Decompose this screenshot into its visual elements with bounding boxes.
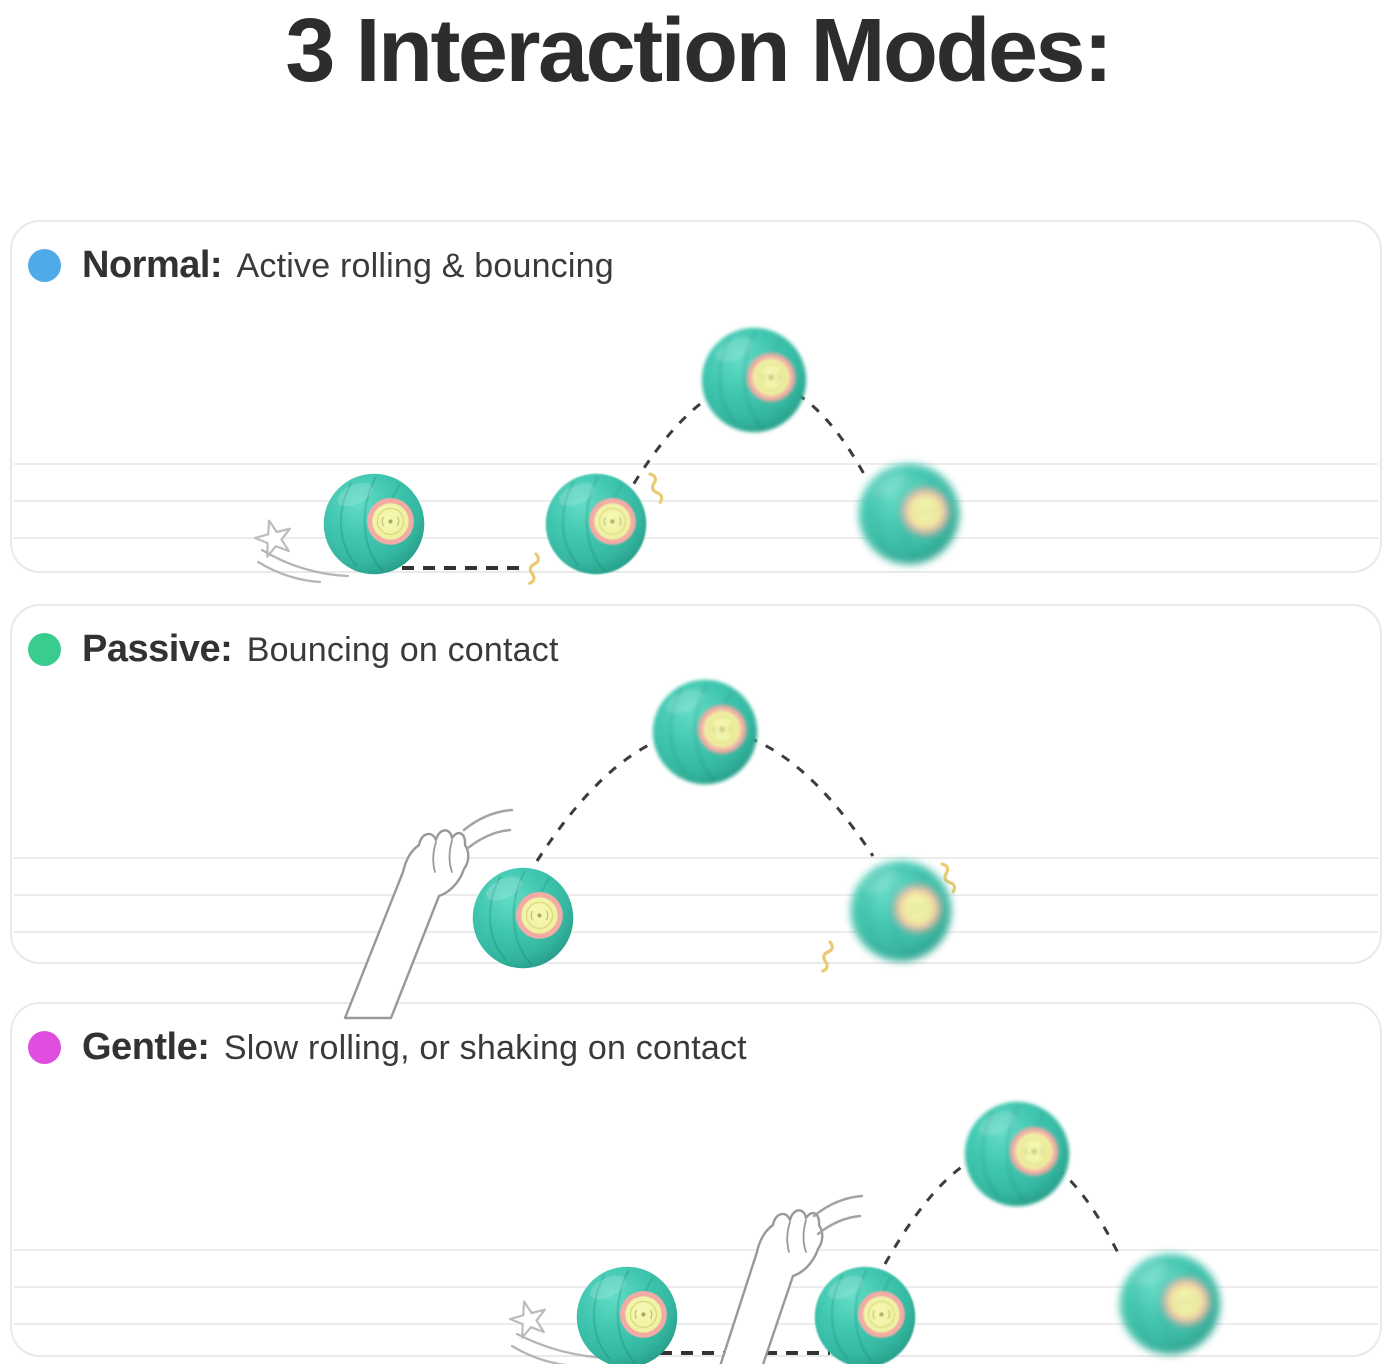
scratch-burst-icon <box>253 519 291 558</box>
motion-lines <box>812 1194 864 1236</box>
passive-mode-illustration <box>14 728 1378 1020</box>
ball-icon <box>322 472 426 576</box>
bounce-trajectory-path <box>535 728 875 862</box>
gentle-mode-description: Slow rolling, or shaking on contact <box>223 1029 747 1067</box>
ball-icon <box>849 859 953 963</box>
normal-mode-description: Active rolling & bouncing <box>236 247 614 285</box>
gentle-mode-label: Gentle: <box>82 1026 210 1068</box>
panel-gentle-mode: Gentle: Slow rolling, or shaking on cont… <box>10 1002 1382 1364</box>
normal-mode-label: Normal: <box>82 244 223 286</box>
ball-icon <box>544 472 648 576</box>
normal-mode-illustration <box>14 380 1378 585</box>
ball-icon <box>700 326 808 434</box>
motion-lines <box>462 808 514 850</box>
ball-icon <box>813 1265 917 1364</box>
panel-normal-mode: Normal: Active rolling & bouncing <box>10 220 1382 585</box>
gentle-mode-dot-icon <box>28 1031 61 1064</box>
panel-passive-mode: Passive: Bouncing on contact <box>10 604 1382 1020</box>
panel-gentle-header: Gentle: Slow rolling, or shaking on cont… <box>28 1026 747 1069</box>
paw-swipe-icon <box>719 1209 824 1364</box>
ball-icon <box>575 1265 679 1364</box>
paw-swipe-icon <box>343 829 470 1020</box>
page-title: 3 Interaction Modes: <box>285 1 1113 101</box>
normal-mode-dot-icon <box>28 249 61 282</box>
ball-icon <box>1118 1252 1222 1356</box>
ball-icon <box>963 1100 1071 1208</box>
impact-zigzag-icon <box>528 472 664 585</box>
scratch-burst-icon <box>508 1300 546 1339</box>
passive-mode-description: Bouncing on contact <box>246 631 559 669</box>
passive-mode-dot-icon <box>28 633 61 666</box>
ball-icon <box>651 678 759 786</box>
panel-passive-header: Passive: Bouncing on contact <box>28 628 559 671</box>
ball-icon <box>471 866 575 970</box>
swoosh-lines <box>256 548 350 584</box>
floor-ruled-lines <box>14 857 1378 933</box>
ball-icon <box>857 462 961 566</box>
floor-ruled-lines <box>14 463 1378 539</box>
panel-normal-header: Normal: Active rolling & bouncing <box>28 244 614 287</box>
impact-zigzag-icon <box>821 862 957 973</box>
passive-mode-label: Passive: <box>82 628 233 670</box>
